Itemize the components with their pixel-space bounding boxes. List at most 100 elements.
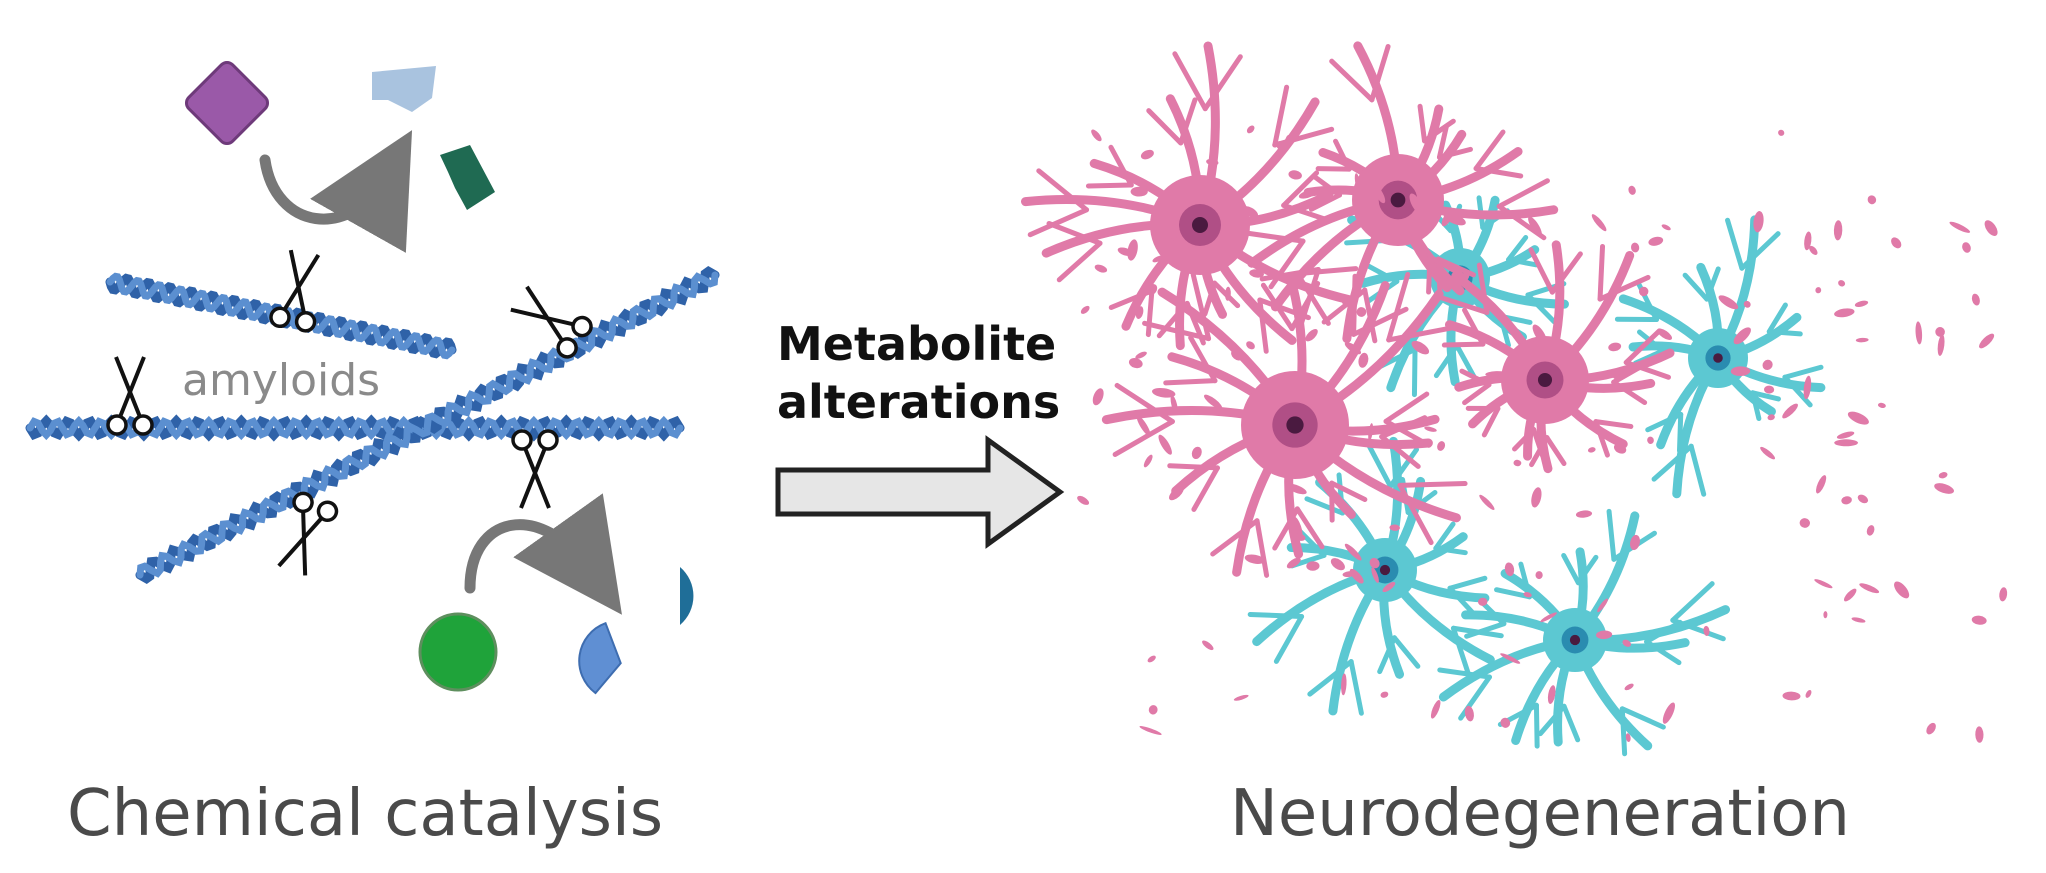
neurite-fragment (1528, 216, 1542, 237)
neurite-fragment (1984, 220, 1998, 236)
neurite-fragment (1816, 475, 1827, 494)
neurite-fragment (1091, 129, 1102, 142)
neurite-fragment (1782, 691, 1801, 701)
neurite-fragment (1733, 327, 1751, 345)
neurite-fragment (1372, 184, 1386, 204)
neurite-fragment (1866, 525, 1875, 536)
neurite-fragment (1547, 685, 1556, 704)
neurite-fragment (1169, 486, 1184, 501)
neurite-fragment (1834, 308, 1855, 318)
neurite-fragment (1136, 415, 1151, 437)
neurite-fragment (1625, 733, 1631, 742)
neurite-fragment (1241, 206, 1258, 218)
neurite-fragment (1762, 359, 1773, 371)
neuron-cluster (1020, 41, 1826, 757)
neurite-fragment (1638, 286, 1649, 297)
neurite-fragment (1613, 443, 1627, 454)
neurite-fragment (1803, 375, 1812, 400)
neurite-fragment (1778, 129, 1785, 136)
neurite-fragment (1077, 495, 1090, 505)
blue-product-shape (578, 621, 622, 695)
neurite-fragment (1938, 472, 1948, 479)
neurite-fragment (1147, 655, 1156, 663)
neurite-fragment (1354, 173, 1361, 191)
neurite-fragment (1843, 588, 1857, 602)
neurite-fragment (1170, 395, 1178, 415)
neurite-fragment (1703, 625, 1710, 636)
neurite-fragment (1630, 534, 1640, 551)
neurite-fragment (1356, 307, 1367, 317)
neurite-fragment (1191, 446, 1202, 460)
neurite-fragment (1718, 295, 1739, 310)
neurite-fragment (1554, 402, 1574, 416)
neurite-fragment (1130, 186, 1148, 197)
neurite-fragment (1656, 328, 1673, 340)
neurite-fragment (1764, 385, 1775, 394)
neurite-fragment (1610, 371, 1622, 381)
neurite-fragment (1767, 414, 1775, 421)
neurite-fragment (1851, 617, 1866, 623)
neurite-fragment (1342, 571, 1357, 578)
neurite-fragment (1815, 287, 1822, 294)
neurite-fragment (1298, 190, 1316, 199)
neurite-fragment (1286, 483, 1307, 495)
neurite-fragment (1128, 358, 1143, 369)
neurite-fragment (1171, 226, 1180, 242)
neurite-fragment (1127, 239, 1138, 261)
neurite-fragment (1158, 434, 1172, 455)
neurite-fragment (1937, 334, 1945, 356)
neurite-fragment (1249, 269, 1264, 278)
scissors-icon (511, 429, 559, 509)
neurite-fragment (1094, 264, 1108, 273)
neurite-fragment (1805, 689, 1812, 698)
neurite-fragment (1531, 487, 1542, 508)
neurite-fragment (1531, 341, 1539, 348)
neurite-fragment (1500, 717, 1511, 728)
neurite-fragment (1587, 447, 1596, 453)
neurite-fragment (1589, 425, 1607, 438)
neurite-fragment (1246, 125, 1255, 134)
neurite-fragment (1513, 459, 1522, 467)
neurite-fragment (1451, 272, 1470, 288)
pink-neuron (1101, 271, 1468, 578)
neurite-fragment (1293, 517, 1303, 537)
catalysis-panel: amyloids (25, 60, 720, 695)
neurite-fragment (1575, 510, 1593, 518)
neurite-fragment (1295, 533, 1306, 541)
neurite-fragment (1962, 242, 1971, 253)
neurite-fragment (1624, 683, 1634, 691)
neurite-fragment (1926, 722, 1936, 735)
neurite-fragment (1140, 149, 1154, 160)
cyan-neuron (1614, 215, 1826, 499)
neurite-fragment (1464, 705, 1474, 722)
neurite-fragment (1146, 283, 1158, 296)
teal-product-shape (680, 567, 694, 625)
neurite-fragment (1246, 341, 1255, 350)
neurite-fragment (1597, 598, 1608, 613)
large-right-arrow (775, 435, 1065, 549)
neurite-fragment (1206, 158, 1219, 166)
neurite-fragment (1376, 164, 1389, 176)
neurite-fragment (1833, 220, 1843, 241)
neurite-fragment (1949, 221, 1971, 233)
neurite-fragment (1233, 694, 1249, 701)
scissors-icon (269, 249, 321, 333)
neurite-fragment (1430, 700, 1441, 719)
pink-neuron (1020, 41, 1359, 354)
neurite-fragment (1286, 557, 1301, 569)
neurite-fragment (1135, 351, 1147, 359)
purple-substrate-shape (184, 60, 270, 146)
neurite-fragment (1424, 426, 1437, 432)
neurite-fragment (1535, 571, 1543, 580)
neurite-fragment (1523, 592, 1532, 598)
neurite-fragment (1935, 327, 1945, 337)
neurite-fragment (1330, 558, 1345, 571)
neurite-fragment (1341, 673, 1347, 696)
neurite-fragment (1380, 691, 1389, 698)
neurite-fragment (1894, 581, 1910, 599)
neurite-fragment (1306, 561, 1320, 571)
neurite-fragment (1971, 293, 1980, 306)
neurite-fragment (1823, 611, 1828, 619)
neurite-fragment (1204, 394, 1223, 410)
